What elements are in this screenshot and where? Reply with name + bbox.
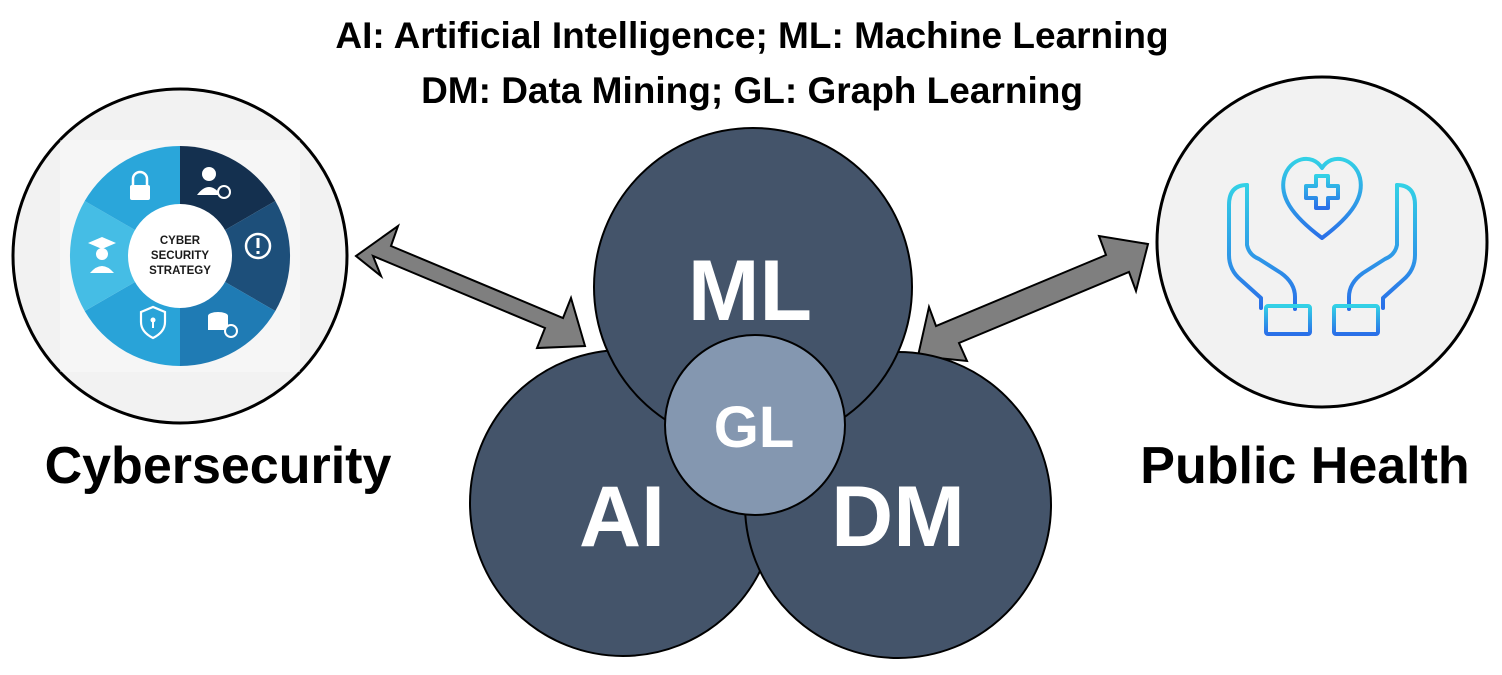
shield-lock-icon <box>139 305 167 340</box>
legend-line-1: AI: Artificial Intelligence; ML: Machine… <box>335 15 1168 56</box>
label-ai: AI <box>579 469 665 565</box>
public-health-node <box>1155 75 1489 409</box>
warning-icon <box>244 232 272 260</box>
hands-heart-cross-icon <box>1227 156 1417 336</box>
user-key-icon <box>197 167 231 199</box>
label-dm: DM <box>831 469 965 565</box>
wheel-center-line-3: STRATEGY <box>149 265 211 277</box>
wheel-center-line-2: SECURITY <box>151 250 209 262</box>
database-restore-icon <box>208 312 238 338</box>
double-arrow-right <box>916 234 1150 363</box>
label-ml: ML <box>688 243 812 339</box>
cyber-security-strategy-wheel: CYBER SECURITY STRATEGY <box>69 145 291 367</box>
wheel-center-line-1: CYBER <box>160 235 201 247</box>
padlock-icon <box>130 170 150 200</box>
graduate-icon <box>88 237 116 273</box>
double-arrow-left <box>354 223 587 350</box>
circle-gl <box>664 334 846 516</box>
label-public-health: Public Health <box>1140 437 1469 495</box>
legend-line-2: DM: Data Mining; GL: Graph Learning <box>421 70 1083 111</box>
label-gl: GL <box>714 395 795 460</box>
cybersecurity-node: CYBER SECURITY STRATEGY <box>11 87 349 425</box>
label-cybersecurity: Cybersecurity <box>45 437 392 495</box>
